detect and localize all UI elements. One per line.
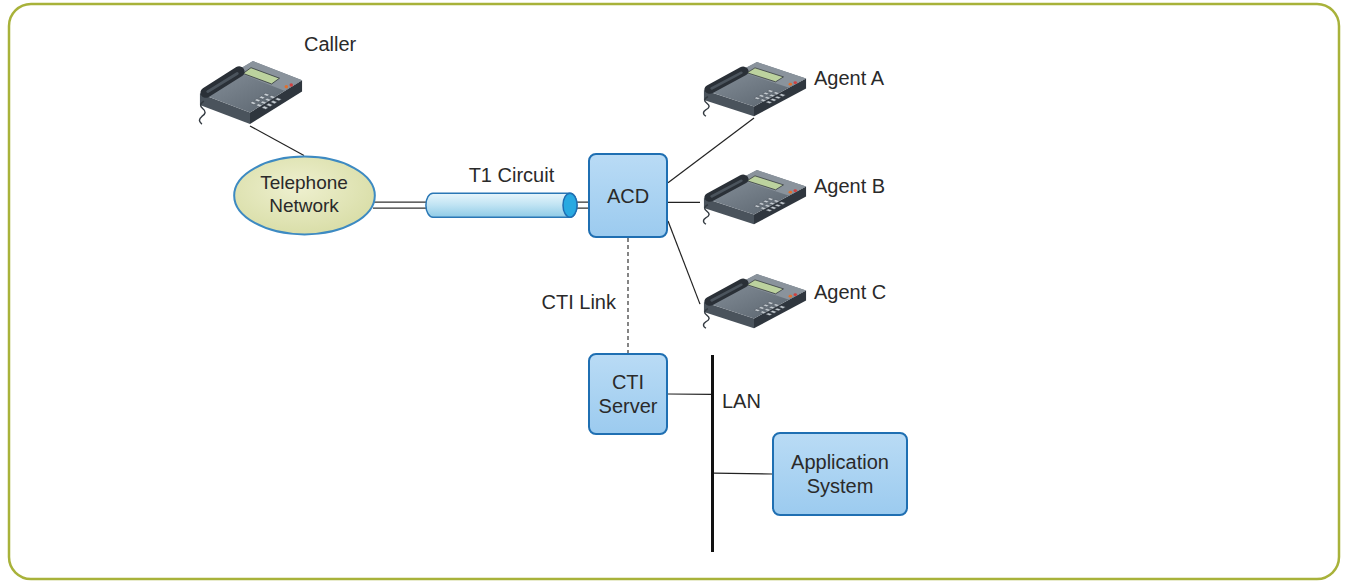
telephone-icon [196,40,304,126]
acd-box: ACD [588,153,668,238]
text-stack: Telephone Network [242,172,367,218]
connector-line [668,221,700,304]
frame-border [9,4,1339,579]
connector-line [250,126,304,156]
node-label: LAN [722,389,761,413]
wire-connector [714,473,772,475]
text-stack: CTI Server [596,370,660,418]
circuit-tube [426,193,577,217]
connector-line [714,473,772,475]
node-label: Caller [304,32,356,56]
server-box: CTI Server [588,353,668,435]
tube-end [563,193,577,217]
t1-circuit-connector [373,193,588,217]
node-label: Agent C [814,280,886,304]
text-stack: Application System [780,450,900,498]
node-label: Telephone Network [242,172,367,218]
telephone-icon [700,152,808,226]
wire-pair [373,202,433,208]
connector-label: CTI Link [542,290,616,314]
agent-phone: Agent B [700,152,808,226]
lan-bus: LAN [711,355,714,552]
connector-line [668,118,754,183]
telephone-icon [700,256,808,330]
node-label: Application System [780,450,900,498]
cti-link-connector [628,238,629,353]
network-ellipse: Telephone Network [232,155,377,236]
connector-label: T1 Circuit [469,163,555,187]
application-box: Application System [772,432,908,516]
node-label: Agent B [814,174,885,198]
node-label: CTI Server [596,370,660,418]
connector-line [668,393,711,395]
node-label: Agent A [814,66,884,90]
connector-line [627,238,628,353]
caller-phone: Caller [196,40,304,126]
wire-connector [250,126,304,156]
node-label: ACD [607,184,649,208]
wire-connector [668,202,700,203]
wire-connector [668,221,700,304]
connector-line [668,202,700,203]
agent-phone: Agent C [700,256,808,330]
telephone-icon [700,44,808,118]
agent-phone: Agent A [700,44,808,118]
wire-connector [668,118,754,183]
wire-connector [668,394,711,395]
text-stack: ACD [607,184,649,208]
